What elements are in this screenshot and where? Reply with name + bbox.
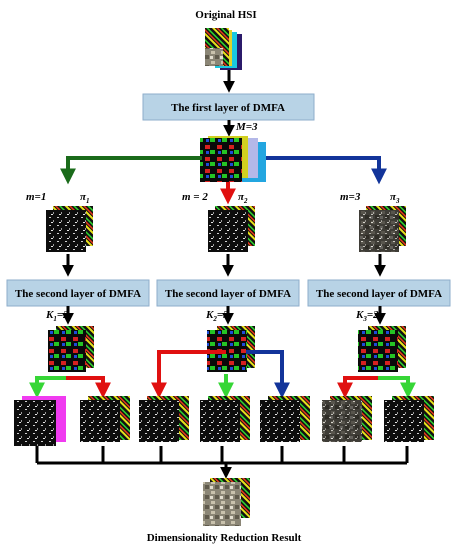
branch-1-connector bbox=[60, 156, 202, 185]
first-layer-box bbox=[142, 93, 315, 121]
b2-sub-red bbox=[151, 350, 226, 399]
first-layer-label: The first layer of DMFA bbox=[171, 102, 285, 114]
branch-3-pi-label: π3 bbox=[390, 191, 400, 205]
branch-1-K-label: K1=2 bbox=[45, 309, 69, 323]
branch-1-k-cube bbox=[48, 326, 94, 372]
mixture-cube bbox=[200, 136, 266, 182]
leaf-cube-2 bbox=[80, 396, 130, 442]
branch-3-m-label: m=3 bbox=[340, 191, 361, 203]
branch-2-layer2-label: The second layer of DMFA bbox=[165, 288, 291, 300]
leaf-cube-7 bbox=[384, 396, 434, 442]
b2-sub-blue bbox=[246, 350, 290, 399]
leaf-cube-1 bbox=[14, 396, 66, 446]
result-label: Dimensionality Reduction Result bbox=[147, 532, 302, 544]
leaf-cube-6 bbox=[322, 396, 372, 442]
original-hsi-cube bbox=[205, 28, 242, 70]
collector-lines bbox=[35, 446, 409, 465]
branch-2-K-label: K2=3 bbox=[205, 309, 229, 323]
b1-sub-green bbox=[29, 376, 66, 399]
title-text: Original HSI bbox=[195, 9, 256, 21]
branch-1-m-label: m=1 bbox=[26, 191, 46, 203]
branch-1-cube bbox=[46, 206, 93, 252]
branch-2-k-cube bbox=[207, 326, 255, 372]
branch-1-layer2-box bbox=[6, 279, 150, 307]
branch-2-cube bbox=[208, 206, 255, 252]
branch-2-m-label: m = 2 bbox=[182, 191, 208, 203]
leaf-cube-4 bbox=[200, 396, 250, 442]
result-cube bbox=[203, 478, 250, 526]
b3-sub-green bbox=[378, 376, 416, 399]
b3-sub-red bbox=[337, 376, 378, 399]
M-label: M=3 bbox=[235, 121, 258, 133]
branch-3-K-label: K3=2 bbox=[355, 309, 379, 323]
leaf-cube-5 bbox=[260, 396, 310, 442]
b1-sub-red bbox=[66, 376, 111, 399]
branch-1-layer2-label: The second layer of DMFA bbox=[15, 288, 141, 300]
branch-1-pi-label: π1 bbox=[80, 191, 90, 205]
branch-3-cube bbox=[359, 206, 406, 252]
branch-2-layer2-box bbox=[156, 279, 300, 307]
branch-2-pi-label: π2 bbox=[238, 191, 248, 205]
branch-3-layer2-label: The second layer of DMFA bbox=[316, 288, 442, 300]
branch-3-k-cube bbox=[358, 326, 406, 372]
branch-3-connector bbox=[266, 156, 387, 185]
leaf-cube-3 bbox=[139, 396, 189, 442]
